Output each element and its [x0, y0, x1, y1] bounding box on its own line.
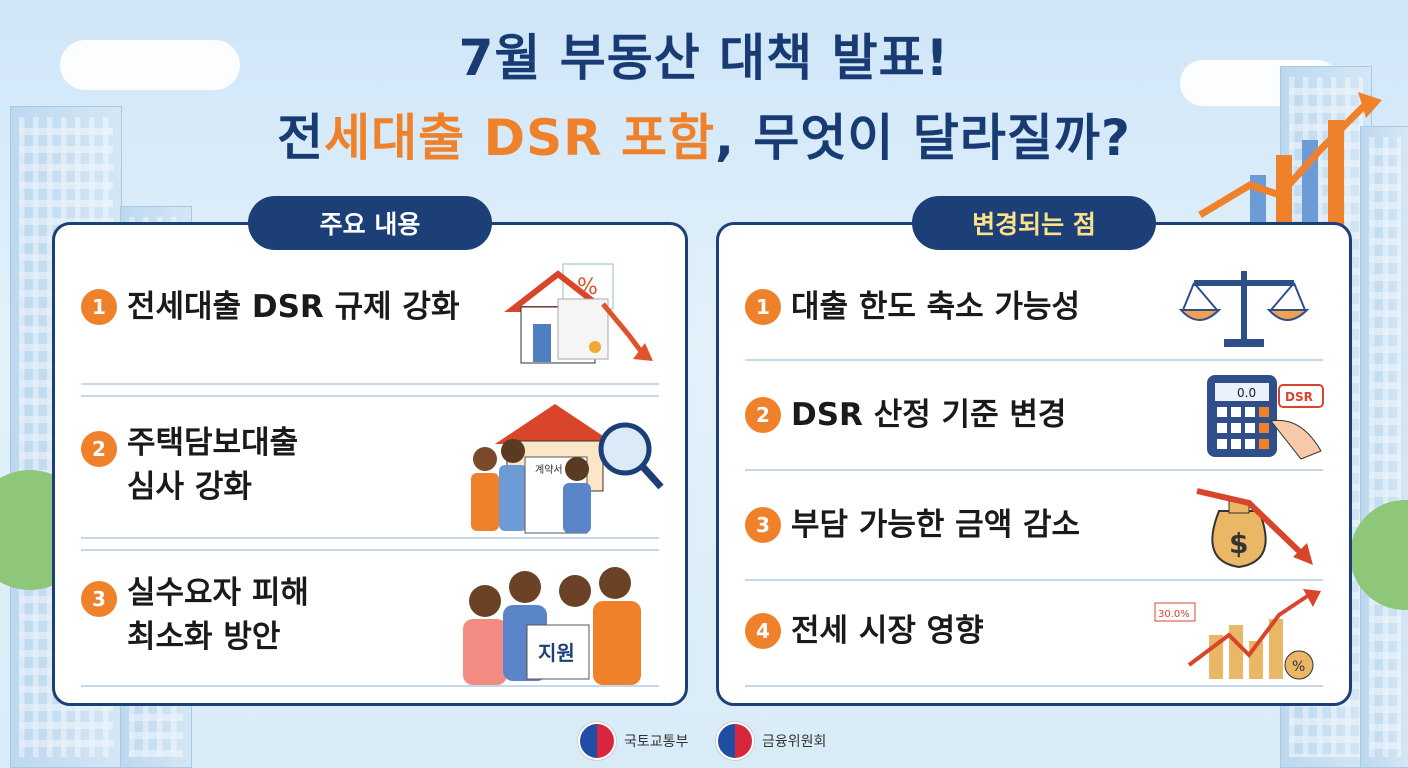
item-text: 실수요자 피해 최소화 방안: [127, 575, 309, 655]
divider: [81, 549, 659, 551]
page-title-line2: 전세대출 DSR 포함, 무엇이 달라질까?: [0, 98, 1408, 170]
item-text: 주택담보대출 심사 강화: [127, 425, 299, 505]
market-tag: 30.0%: [1158, 609, 1190, 620]
divider: [81, 383, 659, 385]
item-text: 대출 한도 축소 가능성: [791, 289, 1081, 325]
scale-icon: [1179, 271, 1309, 347]
divider: [745, 469, 1323, 471]
org-name: 국토교통부: [624, 734, 689, 750]
changes-panel: 1 대출 한도 축소 가능성 2 DSR 산정 기준 변경 0.0 DSR: [716, 222, 1352, 706]
commission-logo: 금융위원회: [716, 722, 826, 760]
number-badge: 3: [745, 507, 781, 543]
section-header-changes: 변경되는 점: [912, 196, 1156, 250]
government-emblem-icon: [578, 722, 616, 760]
item-text: 부담 가능한 금액 감소: [791, 507, 1081, 543]
item-text: DSR 산정 기준 변경: [791, 397, 1067, 433]
percent-coin: %: [1292, 659, 1305, 675]
divider: [81, 537, 659, 539]
left-item-3: 3 실수요자 피해 최소화 방안 지원: [55, 561, 685, 691]
contract-label: 계약서: [535, 464, 563, 476]
left-item-1: 1 전세대출 DSR 규제 강화 %: [55, 263, 685, 385]
right-item-1: 1 대출 한도 축소 가능성: [719, 265, 1349, 361]
section-header-main: 주요 내용: [248, 196, 492, 250]
title-suffix: , 무엇이 달라질까?: [715, 109, 1131, 167]
title-prefix: 전: [277, 109, 325, 167]
calculator-icon: 0.0 DSR: [1207, 375, 1324, 460]
main-content-panel: 1 전세대출 DSR 규제 강화 % 2 주택담보대출 심사 강화 계약서: [52, 222, 688, 706]
right-item-2: 2 DSR 산정 기준 변경 0.0 DSR: [719, 371, 1349, 471]
calc-display: 0.0: [1237, 386, 1256, 400]
house-document-down-icon: %: [504, 263, 653, 364]
dsr-tag: DSR: [1285, 390, 1313, 404]
item-text: 전세 시장 영향: [791, 613, 984, 649]
market-chart-icon: 30.0% %: [1154, 589, 1321, 680]
number-badge: 1: [81, 289, 117, 325]
support-sign-label: 지원: [538, 641, 575, 665]
org-name: 금융위원회: [762, 734, 827, 750]
page-title-line1: 7월 부동산 대책 발표!: [458, 29, 950, 87]
divider: [81, 395, 659, 397]
right-item-4: 4 전세 시장 영향 30.0% %: [719, 589, 1349, 691]
divider: [81, 685, 659, 687]
people-support-sign-icon: 지원: [463, 567, 641, 685]
item-text: 전세대출 DSR 규제 강화: [127, 289, 460, 325]
number-badge: 3: [81, 581, 117, 617]
number-badge: 2: [745, 397, 781, 433]
number-badge: 4: [745, 613, 781, 649]
divider: [745, 579, 1323, 581]
government-emblem-icon: [716, 722, 754, 760]
family-contract-magnifier-icon: 계약서: [471, 404, 664, 534]
left-item-2: 2 주택담보대출 심사 강화 계약서: [55, 404, 685, 541]
divider: [745, 685, 1323, 687]
number-badge: 1: [745, 289, 781, 325]
money-bag-down-icon: $: [1196, 488, 1313, 569]
number-badge: 2: [81, 431, 117, 467]
growth-arrow-icon: [1198, 92, 1382, 225]
right-item-3: 3 부담 가능한 금액 감소 $: [719, 481, 1349, 581]
ministry-logo: 국토교통부: [578, 722, 688, 760]
divider: [745, 359, 1323, 361]
title-highlight: 세대출 DSR 포함: [324, 109, 716, 167]
dollar-glyph: $: [1229, 527, 1248, 560]
